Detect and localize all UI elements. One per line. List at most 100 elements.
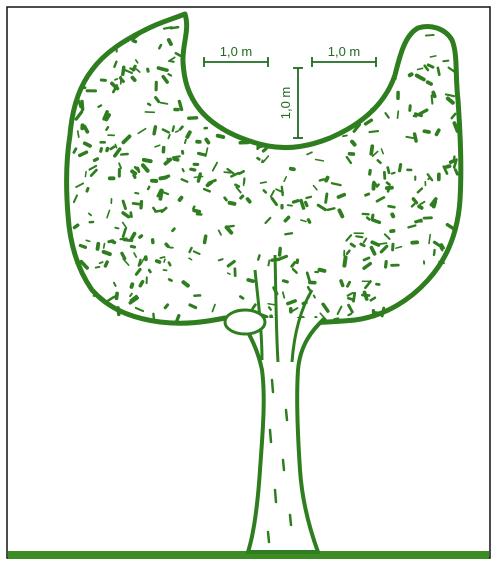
foliage-dash (109, 241, 113, 242)
foliage-dash (134, 175, 135, 177)
foliage-dash (228, 273, 230, 274)
foliage-dash (183, 282, 188, 285)
foliage-dash (344, 257, 345, 265)
foliage-dash (374, 312, 378, 313)
foliage-dash (268, 304, 274, 305)
dimension-vertical (293, 68, 303, 138)
foliage-dash (190, 248, 192, 252)
foliage-dash (114, 283, 116, 286)
foliage-dash (314, 296, 315, 298)
foliage-dash (133, 66, 135, 70)
foliage-dash (410, 74, 412, 75)
foliage-dash (268, 261, 269, 266)
foliage-dash (451, 161, 453, 162)
foliage-dash (100, 262, 103, 263)
foliage-dash (95, 159, 98, 161)
foliage-dash (123, 67, 124, 74)
foliage-dash (280, 249, 281, 256)
foliage-dash (347, 251, 349, 254)
foliage-dash (144, 160, 151, 161)
foliage-dash (115, 144, 116, 147)
foliage-dash (111, 147, 115, 149)
foliage-dash (258, 146, 263, 147)
foliage-dash (288, 205, 292, 206)
foliage-dash (168, 135, 169, 139)
foliage-dash (225, 198, 227, 200)
foliage-dash (352, 142, 355, 145)
foliage-dash (230, 203, 235, 204)
foliage-dash (438, 68, 439, 75)
foliage-dash (173, 126, 174, 131)
foliage-dash (160, 257, 164, 258)
foliage-dash (75, 225, 78, 227)
foliage-dash (169, 40, 171, 44)
foliage-dash (149, 270, 150, 272)
foliage-dash (224, 172, 230, 173)
foliage-dash (80, 246, 85, 248)
foliage-dash (415, 134, 417, 141)
foliage-dash (242, 140, 244, 141)
foliage-dash (133, 203, 139, 204)
foliage-dash (419, 206, 421, 208)
foliage-dash (258, 158, 260, 159)
foliage-dash (74, 149, 76, 153)
foliage-dash (306, 197, 311, 198)
foliage-dash (115, 79, 117, 80)
foliage-dash (308, 220, 309, 222)
foliage-dash (183, 169, 184, 171)
foliage-dash (370, 131, 379, 132)
foliage-dash (193, 207, 194, 209)
foliage-dash (194, 210, 199, 211)
foliage-dash (262, 160, 263, 162)
foliage-dash (180, 198, 182, 200)
foliage-dash (341, 281, 343, 286)
dimension-vertical-label: 1,0 m (278, 87, 293, 120)
foliage-dash (348, 314, 351, 316)
foliage-dash (104, 252, 110, 254)
foliage-dash (159, 45, 161, 48)
foliage-dash (339, 195, 345, 197)
foliage-dash (158, 68, 167, 70)
foliage-dash (191, 169, 195, 170)
foliage-dash (208, 183, 212, 186)
foliage-dash (205, 236, 206, 242)
foliage-dash (218, 136, 224, 137)
foliage-dash (370, 171, 371, 175)
foliage-dash (177, 316, 179, 322)
foliage-dash (283, 281, 287, 282)
foliage-dash (101, 149, 102, 152)
foliage-dash (372, 215, 373, 219)
foliage-dash (308, 287, 310, 290)
foliage-dash (135, 193, 138, 194)
foliage-dash (354, 293, 355, 301)
foliage-dash (392, 214, 393, 216)
foliage-dash (378, 243, 386, 244)
foliage-dash (320, 270, 325, 271)
foliage-dash (161, 103, 168, 104)
foliage-dash (169, 279, 171, 280)
foliage-dash (121, 154, 128, 155)
foliage-dash (428, 178, 430, 179)
foliage-dash (406, 137, 414, 138)
foliage-dash (82, 102, 83, 110)
foliage-dash (148, 187, 149, 189)
foliage-dash (301, 201, 303, 209)
foliage-dash (382, 308, 384, 316)
foliage-dash (240, 297, 243, 299)
foliage-dash (182, 58, 183, 66)
foliage-dash (412, 204, 414, 206)
foliage-dash (261, 182, 267, 183)
foliage-dash (400, 165, 401, 171)
foliage-dash (356, 236, 362, 237)
foliage-dash (428, 82, 432, 84)
foliage-dash (179, 101, 181, 109)
foliage-dash (199, 153, 206, 155)
foliage-dash (439, 262, 444, 263)
foliage-dash (180, 127, 182, 130)
foliage-dash (104, 244, 105, 248)
foliage-dash (132, 284, 133, 287)
foliage-dash (373, 220, 380, 222)
foliage-dash (86, 240, 90, 241)
foliage-dash (176, 131, 178, 132)
